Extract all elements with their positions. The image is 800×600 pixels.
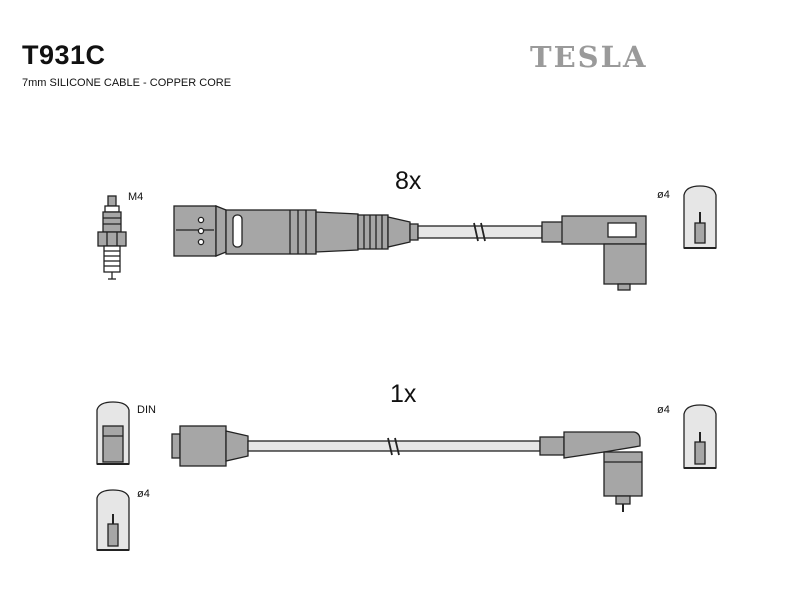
spark-plug-thread-label: M4 (128, 191, 144, 203)
terminal-label-top-right: ø4 (657, 189, 670, 201)
brand-logo: TESLA (530, 40, 648, 74)
terminal-label-din: DIN (137, 404, 156, 416)
spark-plug-icon (97, 195, 127, 280)
part-number: T931C (22, 40, 106, 70)
terminal-label-bottom-left: ø4 (137, 488, 150, 500)
quantity-label-top-lead: 8x (395, 167, 422, 195)
angled-distributor-boot-top (541, 215, 647, 291)
straight-plug-boot (173, 205, 419, 257)
angled-distributor-boot-bottom (539, 431, 643, 512)
terminal-icon-din (96, 401, 130, 465)
quantity-label-bottom-lead: 1x (390, 380, 417, 408)
ignition-cable-top (417, 222, 543, 242)
terminal-icon-bottom-right (683, 404, 717, 469)
straight-coil-connector (171, 425, 249, 467)
terminal-icon-top-right (683, 185, 717, 249)
terminal-label-bottom-right: ø4 (657, 404, 670, 416)
terminal-icon-bottom-left (96, 489, 130, 551)
ignition-cable-bottom (247, 437, 541, 456)
cable-description: 7mm SILICONE CABLE - COPPER CORE (22, 77, 232, 89)
